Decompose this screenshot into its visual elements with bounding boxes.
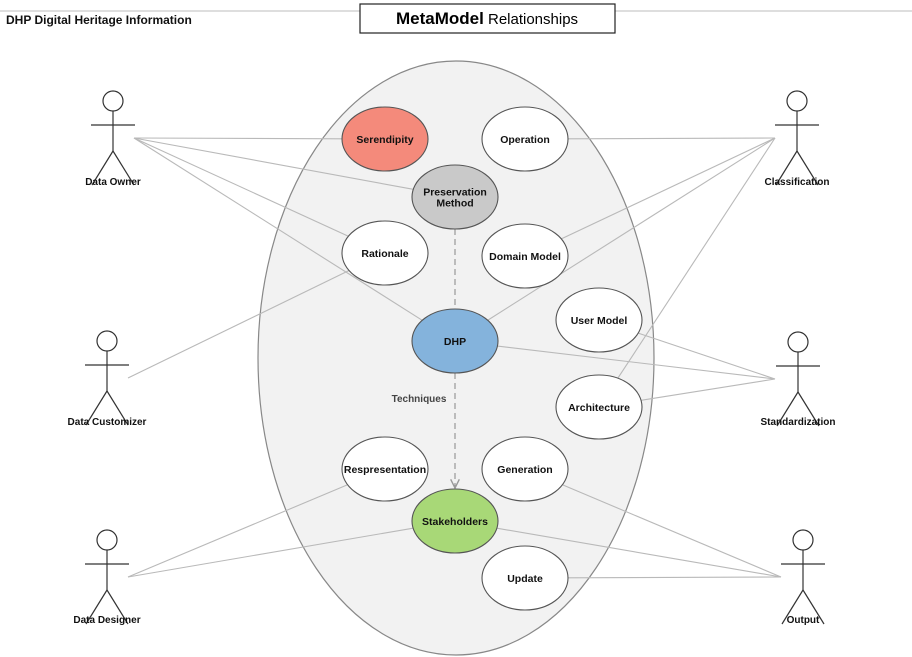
association-data-designer-stakeholders: [127, 527, 414, 578]
actor-label: Data Designer: [73, 615, 140, 626]
use-case-label: DHP: [444, 336, 466, 348]
actor-data-customizer[interactable]: Data Customizer: [68, 330, 147, 428]
use-case-shape: [411, 488, 499, 554]
use-case-user-model[interactable]: User Model: [555, 287, 643, 353]
association-output-generation: [562, 484, 782, 578]
association-lines: [127, 137, 782, 579]
use-case-architecture[interactable]: Architecture: [555, 374, 643, 440]
stick-figure-icon: [775, 90, 819, 186]
actor-label: Standardization: [760, 417, 835, 428]
association-classification-operation: [567, 137, 776, 140]
actor-data-owner[interactable]: Data Owner: [85, 90, 141, 188]
use-case-shape: [411, 308, 499, 374]
use-case-shape: [341, 106, 429, 172]
use-case-label: Architecture: [568, 402, 630, 414]
actor-label: Data Customizer: [68, 417, 147, 428]
use-case-update[interactable]: Update: [481, 545, 569, 611]
use-case-shape: [481, 223, 569, 289]
header-left-title: DHP Digital Heritage Information: [6, 13, 192, 27]
flow-label: Techniques: [392, 394, 447, 405]
use-case-shape: [481, 545, 569, 611]
flow-arrows: Techniques: [392, 229, 455, 488]
use-case-shape: [341, 220, 429, 286]
actor-output[interactable]: Output: [781, 529, 825, 626]
use-case-shape: [341, 436, 429, 502]
use-case-label: Generation: [497, 464, 552, 476]
title-rest-part: Relationships: [484, 11, 578, 28]
association-data-designer-representation: [127, 484, 348, 578]
use-case-shape: [481, 436, 569, 502]
use-case-label: Preservation: [423, 187, 487, 199]
association-classification-domain-model: [561, 137, 776, 240]
actor-standardization[interactable]: Standardization: [760, 331, 836, 428]
actor-label: Classification: [764, 177, 829, 188]
association-classification-dhp: [487, 137, 776, 321]
actor-classification[interactable]: Classification: [764, 90, 830, 188]
actor-label: Data Owner: [85, 177, 141, 188]
association-data-customizer-rationale: [127, 270, 350, 379]
use-case-label: Domain Model: [489, 251, 561, 263]
association-output-update: [567, 576, 782, 579]
title-bold-part: MetaModel: [396, 9, 484, 28]
association-standardization-user-model: [638, 332, 776, 380]
use-case-representation[interactable]: Respresentation: [341, 436, 429, 502]
use-case-label: Rationale: [361, 248, 408, 260]
association-standardization-architecture: [640, 378, 776, 401]
stick-figure-icon: [776, 331, 820, 427]
use-case-rationale[interactable]: Rationale: [341, 220, 429, 286]
actor-data-designer[interactable]: Data Designer: [73, 529, 141, 626]
use-case-label: Respresentation: [344, 464, 426, 476]
use-case-dhp[interactable]: DHP: [411, 308, 499, 374]
use-case-serendipity[interactable]: Serendipity: [341, 106, 429, 172]
association-standardization-dhp: [497, 345, 776, 380]
association-classification-architecture: [617, 137, 776, 379]
use-case-generation[interactable]: Generation: [481, 436, 569, 502]
stick-figure-icon: [85, 529, 129, 625]
association-data-owner-serendipity: [133, 137, 343, 140]
association-data-owner-rationale: [133, 137, 349, 237]
use-case-label: User Model: [571, 315, 628, 327]
use-case-operation[interactable]: Operation: [481, 106, 569, 172]
use-case-label: Operation: [500, 134, 550, 146]
use-case-shape: [481, 106, 569, 172]
use-case-shape: [411, 164, 499, 230]
use-case-domain-model[interactable]: Domain Model: [481, 223, 569, 289]
association-output-stakeholders: [496, 527, 782, 578]
association-data-owner-dhp: [133, 137, 423, 321]
actor-label: Output: [787, 615, 820, 626]
association-data-owner-preservation: [133, 137, 414, 190]
use-case-stakeholders[interactable]: Stakeholders: [411, 488, 499, 554]
stick-figure-icon: [91, 90, 135, 186]
use-case-label: Serendipity: [356, 134, 413, 146]
stick-figure-icon: [781, 529, 825, 625]
use-cases: Serendipity OperationPreservationMethodRa…: [341, 106, 643, 611]
use-case-label: Update: [507, 573, 543, 585]
use-case-label: Method: [436, 198, 473, 210]
use-case-shape: [555, 374, 643, 440]
use-case-shape: [555, 287, 643, 353]
diagram-title: MetaModel Relationships: [396, 9, 578, 28]
stick-figure-icon: [85, 330, 129, 426]
use-case-label: Stakeholders: [422, 516, 488, 528]
title-box: [359, 3, 616, 34]
